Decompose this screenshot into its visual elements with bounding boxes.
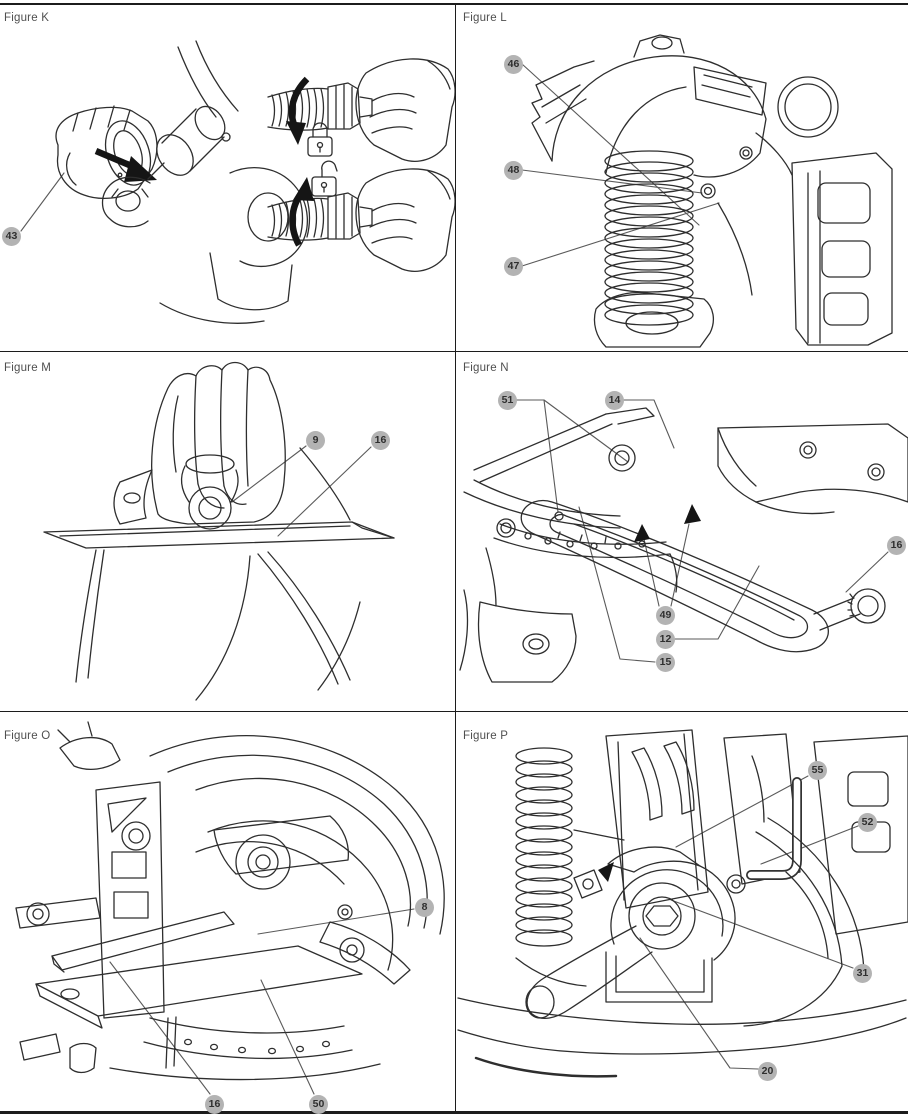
motor-housing xyxy=(743,817,865,1027)
table-plate xyxy=(35,945,363,1029)
housing-frame xyxy=(605,729,908,935)
dust-port-ring xyxy=(777,76,839,138)
figure-p-illustration xyxy=(457,729,908,1078)
curved-base xyxy=(19,1016,381,1081)
pivot-bolts xyxy=(700,132,793,296)
figure-o-label: Figure O xyxy=(4,730,51,742)
figure-k-panel: Figure K 43 xyxy=(0,3,455,351)
saw-head-cover xyxy=(531,34,767,178)
hose-and-hand-bottom xyxy=(267,168,455,272)
attach-arrow-icon xyxy=(94,148,157,182)
spring-coil xyxy=(515,747,625,987)
callout-badge-16-o: 16 xyxy=(205,1095,224,1114)
lock-knob xyxy=(180,454,239,530)
figure-l-label: Figure L xyxy=(463,12,507,24)
figure-p-panel: Figure P 55 52 31 20 xyxy=(456,712,908,1111)
spring-coil xyxy=(604,150,694,326)
allen-wrench xyxy=(746,777,802,880)
callout-badge-43: 43 xyxy=(2,227,21,246)
bevel-lock-lever xyxy=(525,846,746,1020)
miter-lock-handle xyxy=(520,444,886,653)
fence-bar xyxy=(51,911,235,973)
rotate-lock-arrow-icon xyxy=(286,76,310,145)
callout-badge-16-m: 16 xyxy=(371,431,390,450)
figure-m-panel: Figure M 9 16 xyxy=(0,352,455,711)
callout-badge-14: 14 xyxy=(605,391,624,410)
callout-badge-20: 20 xyxy=(758,1062,777,1081)
figure-l-panel: Figure L 46 48 47 xyxy=(456,3,908,351)
callout-badge-9: 9 xyxy=(306,431,325,450)
page-top-border xyxy=(0,3,908,5)
callout-badge-47: 47 xyxy=(504,257,523,276)
figure-n-illustration xyxy=(459,399,908,683)
table-curves xyxy=(75,549,361,701)
fence-rail xyxy=(473,407,655,483)
figure-n-panel: Figure N 51 14 16 49 12 15 xyxy=(456,352,908,711)
left-bracket xyxy=(57,721,165,1019)
figure-p-label: Figure P xyxy=(463,730,509,742)
figure-n-label: Figure N xyxy=(463,362,509,374)
callout-badge-16-n: 16 xyxy=(887,536,906,555)
figure-o-panel: Figure O 8 16 50 xyxy=(0,712,455,1114)
callout-badge-8: 8 xyxy=(415,898,434,917)
rotate-unlock-arrow-icon xyxy=(289,177,314,247)
row-divider-1 xyxy=(0,351,908,352)
callout-badge-50: 50 xyxy=(309,1095,328,1114)
column-divider xyxy=(455,3,456,1114)
callout-badge-12: 12 xyxy=(656,630,675,649)
frame xyxy=(791,152,893,346)
callout-badge-48: 48 xyxy=(504,161,523,180)
hose-and-hand-top xyxy=(267,58,455,162)
figure-k-label: Figure K xyxy=(4,12,50,24)
callout-badge-55: 55 xyxy=(808,761,827,780)
blade-and-hub xyxy=(195,820,411,985)
miter-scale-plate xyxy=(463,479,678,607)
upper-blade-guard xyxy=(149,735,445,935)
figure-o-illustration xyxy=(15,721,445,1095)
row-divider-2 xyxy=(0,711,908,712)
lock-closed-icon xyxy=(307,122,333,157)
callout-badge-49: 49 xyxy=(656,606,675,625)
page-bottom-border xyxy=(0,1111,908,1114)
callout-badge-52: 52 xyxy=(858,813,877,832)
figure-m-label: Figure M xyxy=(4,362,51,374)
base-foot xyxy=(459,589,577,683)
figure-l-illustration xyxy=(521,34,893,348)
clamp-arm xyxy=(15,897,101,929)
back-fence xyxy=(717,423,908,515)
callout-badge-46: 46 xyxy=(504,55,523,74)
hand xyxy=(151,361,286,525)
lock-open-icon xyxy=(311,160,338,197)
base-curves xyxy=(457,997,907,1078)
callout-badge-15: 15 xyxy=(656,653,675,672)
figure-k-illustration xyxy=(20,40,455,324)
saw-arm xyxy=(101,40,309,324)
figure-m-illustration xyxy=(43,361,395,701)
callout-badge-51: 51 xyxy=(498,391,517,410)
kerf-plate xyxy=(43,447,395,549)
callout-badge-31: 31 xyxy=(853,964,872,983)
base-under-spring xyxy=(593,291,715,348)
